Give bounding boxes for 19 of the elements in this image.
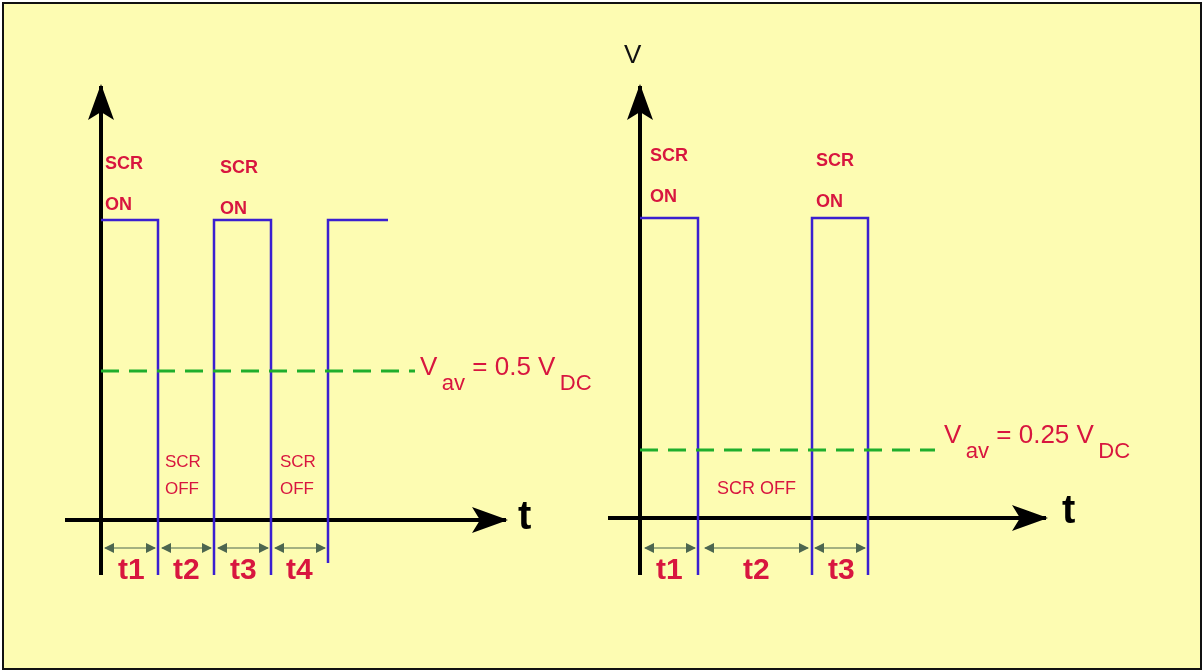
state-label: SCR OFF: [280, 451, 317, 501]
interval-label: t1: [118, 552, 145, 585]
interval-label: t2: [743, 552, 770, 585]
interval-label: t3: [828, 552, 855, 585]
state-label: SCR OFF: [717, 479, 796, 499]
interval-label: t3: [230, 552, 257, 585]
state-label: SCR ON: [220, 156, 259, 221]
interval-label: t4: [286, 552, 313, 585]
average-voltage-label: V$_{av}$ = 0.5 V$_{DC}$: [420, 352, 592, 396]
state-label: SCR ON: [816, 149, 855, 214]
axis-label: V: [624, 40, 642, 69]
state-label: SCR OFF: [165, 451, 202, 501]
interval-label: t1: [656, 552, 683, 585]
interval-label: t2: [173, 552, 200, 585]
state-label: SCR ON: [105, 152, 144, 217]
state-label: SCR ON: [650, 144, 689, 209]
axis-label: t: [1062, 487, 1076, 531]
axis-label: t: [518, 493, 532, 537]
average-voltage-label: V$_{av}$ = 0.25 V$_{DC}$: [944, 420, 1131, 464]
